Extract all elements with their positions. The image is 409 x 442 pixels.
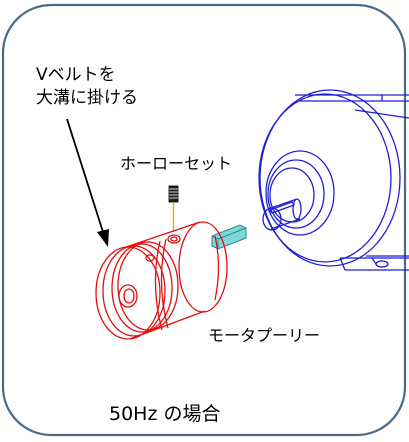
motor-drawing: [258, 89, 409, 271]
pointer-arrow: [66, 118, 109, 247]
shaft-key: [211, 224, 247, 250]
set-screw: [168, 185, 179, 232]
motor-pulley-label: モータプーリー: [208, 326, 321, 345]
panel-frame: [1, 3, 407, 437]
belt-instruction-line1: Vベルトを: [36, 65, 116, 85]
belt-instruction-label: Vベルトを 大溝に掛ける: [36, 64, 138, 110]
belt-instruction-line2: 大溝に掛ける: [36, 88, 138, 108]
frequency-caption: 50Hz の場合: [109, 403, 221, 425]
set-screw-label: ホーローセット: [120, 154, 233, 173]
pulley-drawing: [95, 221, 228, 340]
